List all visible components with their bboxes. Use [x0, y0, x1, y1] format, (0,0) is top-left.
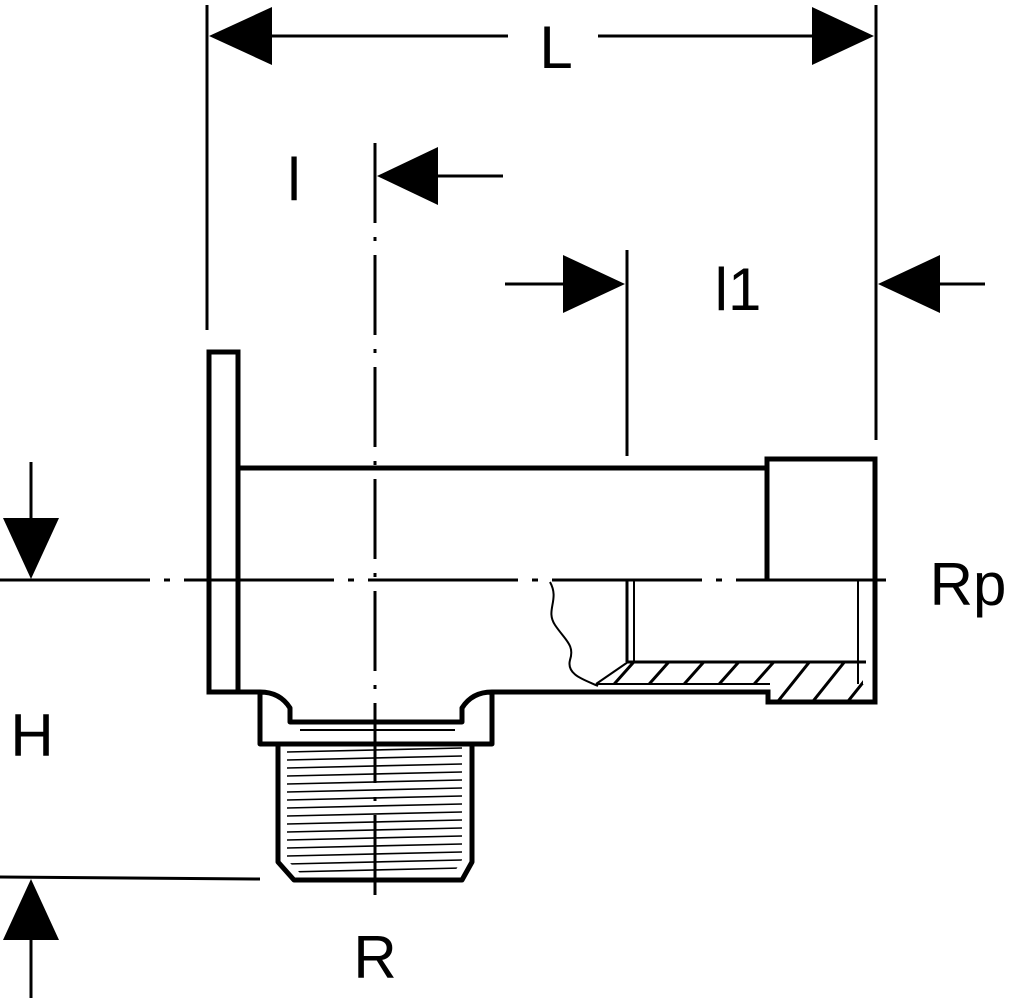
dimension-label-l1: l1	[715, 256, 762, 323]
external-thread-outline	[275, 744, 475, 883]
outlet-neck	[257, 689, 495, 747]
dimension-l: l	[287, 146, 503, 213]
arrowhead-L-right	[812, 7, 874, 65]
mounting-plate	[206, 349, 241, 695]
arrowhead-l	[377, 147, 438, 205]
dimension-label-H: H	[10, 702, 53, 769]
dimension-label-l: l	[287, 146, 300, 213]
arrowhead-L-left	[209, 7, 272, 65]
arrowhead-H-top	[3, 518, 59, 579]
section-break-line	[549, 581, 599, 687]
dimension-H: H	[0, 462, 261, 998]
thread-label-Rp: Rp	[930, 551, 1007, 618]
extension-line-H-bottom	[0, 875, 261, 881]
tube-top-outline	[238, 456, 878, 705]
dimension-label-L: L	[539, 14, 572, 81]
external-thread-lines	[287, 747, 462, 873]
socket-thread-diag	[595, 661, 629, 685]
dimension-L: L	[205, 5, 878, 440]
thread-label-R: R	[353, 924, 396, 991]
dimension-l1: l1	[505, 250, 985, 456]
arrowhead-H-bottom	[3, 879, 59, 940]
arrowhead-l1-right	[878, 255, 940, 313]
fitting-body	[206, 349, 878, 883]
arrowhead-l1-left	[563, 255, 625, 313]
